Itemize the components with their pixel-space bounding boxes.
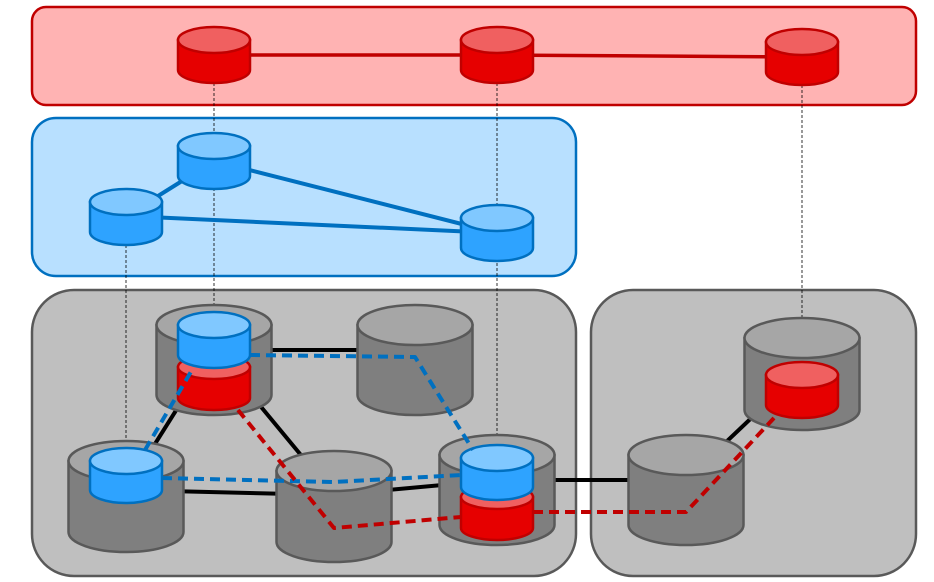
red-layer-node (176, 25, 252, 85)
red-link (496, 53, 803, 59)
physical-node-top (627, 433, 745, 477)
blue-layer-node-top (176, 131, 252, 161)
blue-virtual-node (176, 310, 252, 370)
physical-node (356, 303, 474, 417)
physical-node-top (743, 316, 861, 360)
physical-node-body (275, 469, 393, 564)
red-virtual-node (764, 360, 840, 420)
red-virtual-path (533, 416, 776, 514)
blue-layer-node (176, 131, 252, 191)
physical-node-top (275, 449, 393, 493)
blue-virtual-path (161, 473, 462, 484)
blue-virtual-node (88, 446, 164, 505)
red-layer-node-top (764, 27, 840, 57)
red-layer-node-top (459, 25, 535, 55)
red-virtual-node-top (764, 360, 840, 390)
blue-layer-panel (30, 116, 578, 278)
blue-virtual-node-top (88, 446, 164, 476)
blue-layer-node-top (88, 187, 164, 217)
blue-layer-node (459, 203, 535, 263)
blue-virtual-node-top (176, 310, 252, 340)
physical-node (627, 433, 745, 547)
red-virtual-path (236, 408, 462, 530)
physical-node-body (356, 323, 474, 417)
blue-virtual-node (459, 443, 535, 502)
physical-node-body (627, 453, 745, 547)
blue-virtual-path (249, 353, 475, 452)
physical-node (275, 449, 393, 564)
blue-virtual-node-top (459, 443, 535, 473)
blue-layer-node (88, 187, 164, 247)
physical-node-top (356, 303, 474, 347)
blue-layer-node-top (459, 203, 535, 233)
red-layer-node-top (176, 25, 252, 55)
red-layer-node (764, 27, 840, 87)
blue-link (125, 214, 498, 235)
red-layer-node (459, 25, 535, 85)
blue-link (213, 159, 498, 235)
